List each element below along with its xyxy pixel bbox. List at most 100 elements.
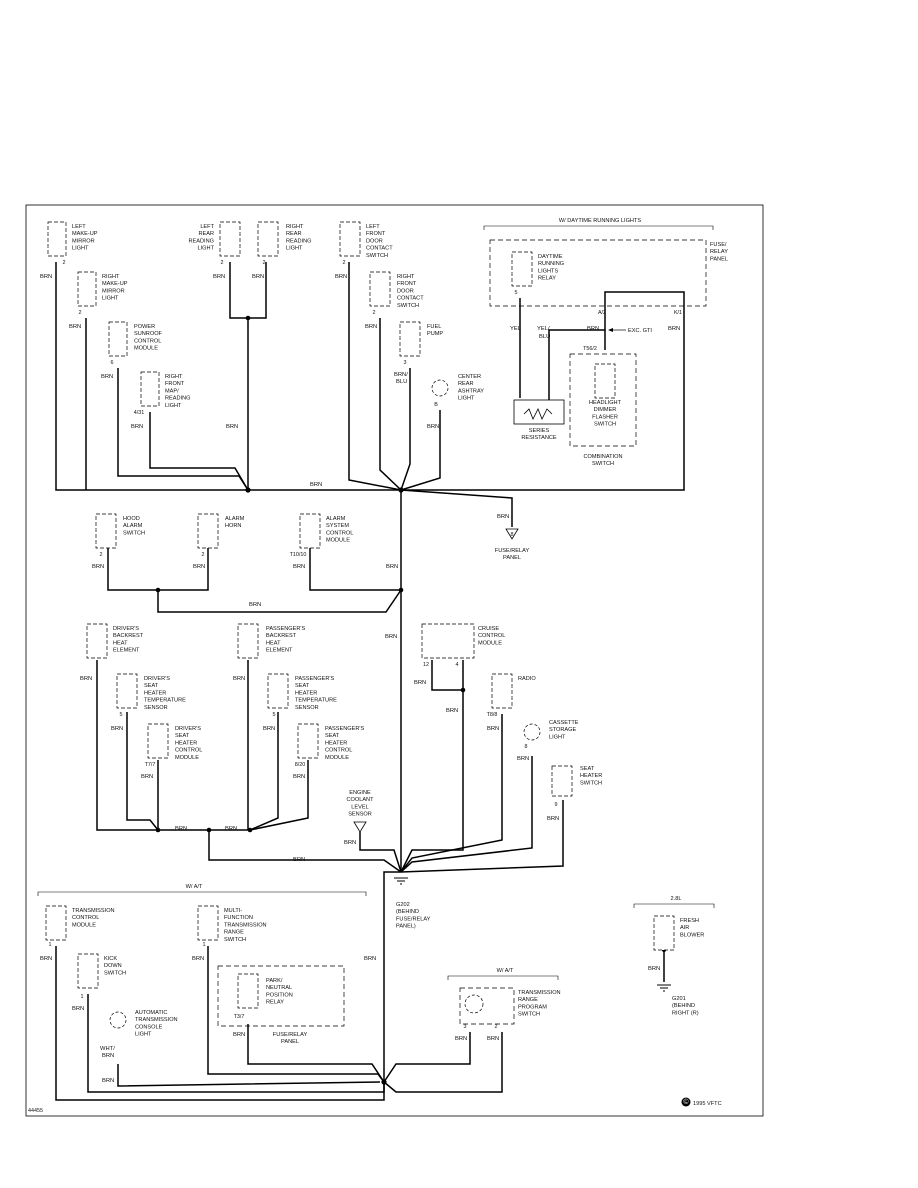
fuse-relay-panel-bottom bbox=[217, 965, 345, 1027]
wire-color-label: BRN bbox=[252, 274, 264, 280]
wire-color-label: BRN bbox=[233, 676, 245, 682]
drv-seat-module-label: MODULE bbox=[175, 755, 199, 761]
pass-seat-module-label: MODULE bbox=[325, 755, 349, 761]
wire-color-label: BRN bbox=[40, 956, 52, 962]
drv-seat-module-pin: T7/7 bbox=[145, 762, 156, 768]
wire-color-label: BRN bbox=[648, 966, 660, 972]
right-door-switch-label: SWITCH bbox=[397, 303, 419, 309]
mfr-switch-label: MULTI- bbox=[224, 908, 242, 914]
at-context-label: W/ A/T bbox=[186, 884, 203, 890]
pn-relay-pin: T3/7 bbox=[234, 1014, 245, 1020]
splice bbox=[206, 827, 212, 833]
at2-context-label: W/ A/T bbox=[497, 968, 514, 974]
alarm-module-label: SYSTEM bbox=[326, 523, 349, 529]
left-door-switch-label: SWITCH bbox=[366, 253, 388, 259]
wire-pass-temp bbox=[249, 712, 279, 831]
wire-left-rear-reading bbox=[229, 262, 248, 319]
wire-alarm-module bbox=[309, 548, 401, 591]
transmission-range-program-switch-box bbox=[459, 987, 515, 1025]
range-program-switch-label: PROGRAM bbox=[518, 1004, 547, 1010]
radio-label: RADIO bbox=[518, 676, 536, 682]
seat-heater-switch-label: SEAT bbox=[580, 766, 595, 772]
pass-temp-sensor-label: PASSENGER'S bbox=[295, 676, 334, 682]
drv-seat-module-label: DRIVER'S bbox=[175, 726, 201, 732]
pass-seat-module-label: HEATER bbox=[325, 740, 347, 746]
cassette-light-label: STORAGE bbox=[549, 727, 577, 733]
fuse-panel-bottom-label: PANEL bbox=[281, 1039, 299, 1045]
right-makeup-label: LIGHT bbox=[102, 296, 119, 302]
multi-function-range-switch bbox=[197, 905, 219, 941]
blower-label: BLOWER bbox=[680, 932, 704, 938]
wire-drv-backrest bbox=[96, 660, 158, 831]
right-front-map-light bbox=[140, 371, 160, 407]
kickdown-label: DOWN bbox=[104, 963, 122, 969]
drivers-seat-temperature-sensor bbox=[116, 673, 138, 709]
sunroof-label: POWER bbox=[134, 324, 155, 330]
l28-bracket bbox=[633, 903, 715, 908]
component-shapes bbox=[45, 221, 707, 1029]
right-rear-reading-label: RIGHT bbox=[286, 224, 304, 230]
right-front-door-switch bbox=[369, 271, 391, 307]
right-rear-reading-pin: 2 bbox=[263, 260, 266, 266]
cassette-light-label: CASSETTE bbox=[549, 720, 579, 726]
splice bbox=[155, 827, 161, 833]
drl-relay-label: RELAY bbox=[538, 276, 556, 282]
wire-left-door bbox=[348, 262, 402, 491]
range-program-switch-pin: 2 bbox=[495, 1024, 498, 1030]
wire-color-label: BRN bbox=[263, 726, 275, 732]
console-light-label: AUTOMATIC bbox=[135, 1010, 167, 1016]
pass-seat-module-label: SEAT bbox=[325, 733, 340, 739]
left-rear-reading-light bbox=[219, 221, 241, 257]
power-sunroof-module bbox=[108, 321, 128, 357]
wire-color-label: BRN bbox=[344, 840, 356, 846]
wire-color-label: BRN bbox=[40, 274, 52, 280]
tcm-label: CONTROL bbox=[72, 915, 99, 921]
drv-backrest-label: BACKREST bbox=[113, 633, 144, 639]
kickdown-label: SWITCH bbox=[104, 970, 126, 976]
fuse-relay-ground-symbol bbox=[505, 528, 519, 540]
pn-relay-label: NEUTRAL bbox=[266, 985, 292, 991]
wire-color-label: BRN bbox=[487, 1036, 499, 1042]
left-rear-reading-pin: 2 bbox=[221, 260, 224, 266]
drivers-backrest-heat-element bbox=[86, 623, 108, 659]
wire-alarm-horn bbox=[158, 548, 209, 591]
cruise-module-pin: 12 bbox=[423, 662, 429, 668]
exc-gti-label: EXC. GTI bbox=[628, 328, 652, 334]
g202-label: PANEL) bbox=[396, 924, 416, 930]
drv-seat-module-label: CONTROL bbox=[175, 748, 202, 754]
wire-pass-module bbox=[249, 760, 309, 831]
fuel-pump-pin: 3 bbox=[404, 360, 407, 366]
fuse-relay-panel-top-label: PANEL bbox=[710, 256, 728, 262]
mfr-switch-label: SWITCH bbox=[224, 937, 246, 943]
left-door-switch-pin: 2 bbox=[343, 260, 346, 266]
combination-switch bbox=[569, 353, 637, 447]
sunroof-label: MODULE bbox=[134, 346, 158, 352]
wire-color-label: BRN bbox=[233, 1032, 245, 1038]
right-makeup-label: MAKE-UP bbox=[102, 281, 128, 287]
alarm-system-control-module bbox=[299, 513, 321, 549]
wire-color-label: BRN bbox=[293, 564, 305, 570]
cruise-module-pin: 4 bbox=[456, 662, 459, 668]
wire-color-label: BRN bbox=[446, 708, 458, 714]
wire-color-label: BRN bbox=[102, 1078, 114, 1084]
kick-down-switch bbox=[77, 953, 99, 989]
pass-backrest-label: PASSENGER'S bbox=[266, 626, 305, 632]
console-light-label: TRANSMISSION bbox=[135, 1017, 178, 1023]
cruise-module-label: MODULE bbox=[478, 640, 502, 646]
wire-color-label: BRN bbox=[365, 324, 377, 330]
engine-coolant-level-sensor bbox=[353, 821, 367, 833]
splice bbox=[460, 687, 466, 693]
sunroof-label: SUNROOF bbox=[134, 331, 163, 337]
coolant-sensor-label: ENGINE bbox=[349, 790, 371, 796]
pass-seat-module-label: PASSENGER'S bbox=[325, 726, 364, 732]
copyright-text: 1995 VFTC bbox=[693, 1101, 722, 1107]
splice bbox=[245, 487, 251, 493]
kickdown-label: KICK bbox=[104, 956, 117, 962]
cruise-control-module bbox=[421, 623, 475, 659]
wire-cruise-brn bbox=[400, 690, 464, 873]
left-door-switch-label: DOOR bbox=[366, 238, 383, 244]
passengers-seat-temperature-sensor bbox=[267, 673, 289, 709]
fuse-relay-panel-top-pin: A/2 bbox=[598, 310, 606, 316]
combination-switch-label: COMBINATION bbox=[583, 454, 622, 460]
seat-heater-switch bbox=[551, 765, 573, 797]
